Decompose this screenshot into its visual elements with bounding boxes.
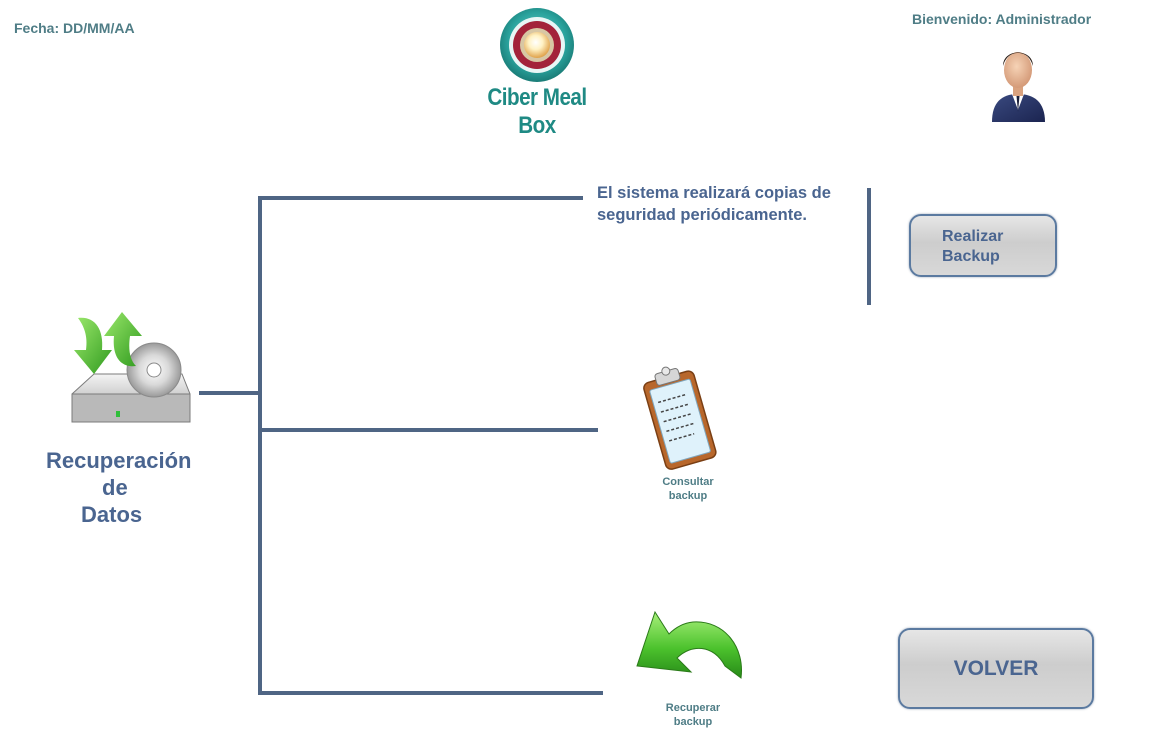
- section-title-line-1: Recuperación: [46, 448, 192, 473]
- realizar-backup-label-2: Backup: [942, 248, 1000, 265]
- section-title: Recuperación de Datos: [30, 447, 210, 528]
- undo-arrow-icon[interactable]: [633, 608, 747, 682]
- brand-name: Ciber Meal Box: [487, 84, 587, 139]
- backup-info-text: El sistema realizará copias de seguridad…: [597, 182, 867, 226]
- user-avatar-icon[interactable]: [988, 40, 1048, 124]
- ciber-meal-box-logo-icon: [500, 8, 574, 82]
- realizar-backup-button[interactable]: Realizar Backup: [909, 214, 1057, 277]
- section-title-line-3: Datos: [81, 502, 143, 527]
- welcome-label: Bienvenido: Administrador: [912, 11, 1092, 27]
- date-label: Fecha: DD/MM/AA: [14, 20, 135, 36]
- section-title-line-2: de: [102, 475, 128, 500]
- clipboard-icon[interactable]: [639, 363, 721, 471]
- recuperar-backup-label[interactable]: Recuperar backup: [648, 701, 738, 729]
- recuperar-backup-label-1: Recuperar: [665, 702, 721, 714]
- consultar-backup-label[interactable]: Consultar backup: [643, 475, 733, 503]
- info-line-1: El sistema realizará copias de: [597, 184, 831, 202]
- backup-drive-icon: [71, 312, 191, 423]
- info-line-2: seguridad periódicamente.: [597, 206, 807, 224]
- consultar-backup-label-1: Consultar: [662, 476, 714, 488]
- recuperar-backup-label-2: backup: [673, 716, 713, 728]
- consultar-backup-label-2: backup: [668, 490, 708, 502]
- realizar-backup-label-1: Realizar: [942, 228, 1004, 245]
- volver-button[interactable]: VOLVER: [898, 628, 1094, 709]
